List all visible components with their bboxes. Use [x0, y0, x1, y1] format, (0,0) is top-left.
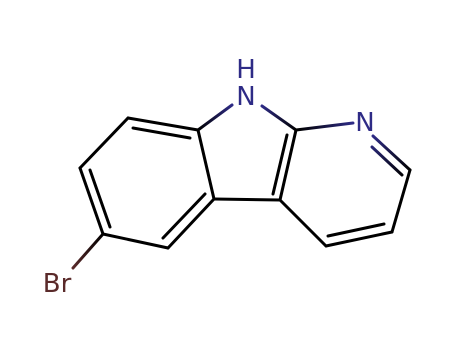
bond-benzene-right [196, 128, 216, 201]
atom-label-nh-h: H [236, 55, 256, 85]
atom-label-pyridine-n: N [355, 108, 374, 138]
bond-pyridine-lower-left [278, 198, 328, 248]
bond-pyridine-right [390, 168, 412, 234]
bond-pyridine-bottom [324, 230, 394, 248]
bond-benzene-left-inner [88, 168, 112, 229]
bond-benzene-top-inner [131, 126, 192, 140]
bond-ring-fusion-right-inner [271, 133, 289, 196]
bond-benzene-lower-right [166, 197, 216, 250]
bond-n-c-pyridine [371, 134, 412, 172]
bond-nh-c-right [260, 104, 298, 132]
bond-benzene-lower-right-inner [161, 192, 207, 240]
bond-c-n-pyridine [294, 121, 355, 132]
bond-benzene-top [126, 116, 200, 132]
bond-ring-fusion-right [278, 128, 298, 202]
bond-benzene-lower-left [101, 232, 170, 250]
bond-benzene-left [78, 166, 105, 236]
bond-c-br [71, 232, 105, 270]
atom-label-nh-n: N [236, 82, 255, 112]
bond-c-nh-left [196, 103, 234, 132]
bond-pyridine-bottom-inner [326, 222, 386, 238]
bond-ring-fusion-bottom [212, 197, 282, 202]
atom-label-br: Br [43, 269, 72, 299]
bond-benzene-upper-left [78, 116, 130, 170]
bond-n-c-pyridine-inner [370, 145, 404, 177]
